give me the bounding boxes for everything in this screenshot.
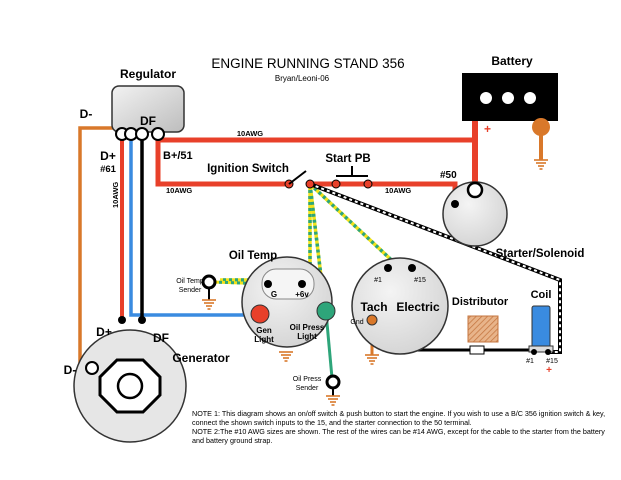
battery-plus-label: +: [484, 122, 491, 136]
wire-gauge-vertical-label: 10AWG: [111, 182, 120, 208]
regulator-d-minus-label: D-: [80, 107, 93, 121]
gen-light-label-2: Light: [254, 335, 274, 344]
regulator-label: Regulator: [120, 67, 176, 81]
tach-15-label: #15: [414, 277, 426, 284]
tach-gauge: [351, 257, 449, 355]
regulator: [111, 85, 185, 141]
tach-gnd-label: Gnd: [350, 319, 363, 326]
generator-df-label: DF: [153, 331, 169, 345]
regulator-b-plus-label: B+/51: [163, 150, 193, 162]
oil-press-light-label-1: Oil Press: [290, 323, 325, 332]
ignition-switch-label: Ignition Switch: [207, 163, 289, 175]
wire-gen-light: [129, 135, 255, 317]
oil-temp-sender: [201, 274, 217, 300]
regulator-61-label: #61: [100, 164, 117, 175]
distributor-label: Distributor: [452, 296, 509, 308]
battery: [462, 73, 558, 136]
coil-1-label: #1: [526, 358, 534, 365]
tach-electric-label: Electric: [396, 300, 440, 314]
distributor: [467, 315, 499, 355]
tach-ground-icon: [365, 354, 379, 365]
notes-block: NOTE 1: This diagram shows an on/off swi…: [192, 409, 612, 445]
coil-15-label: #15: [546, 358, 558, 365]
note-2: NOTE 2:The #10 AWG sizes are shown. The …: [192, 427, 605, 445]
gauge-g-label: G: [271, 290, 277, 299]
coil-label: Coil: [531, 289, 552, 301]
oil-light-gauge: [241, 256, 336, 348]
oil-temp-label: Oil Temp: [229, 250, 277, 262]
wire-b-plus-main: [155, 120, 478, 143]
oil-press-sender: [325, 374, 341, 396]
coil-plus-label: +: [546, 365, 552, 376]
battery-label: Battery: [491, 54, 533, 68]
generator-d-minus-label: D-: [64, 363, 77, 377]
oil-temp-sender-label-1: Oil Temp: [176, 278, 204, 285]
note-1: NOTE 1: This diagram shows an on/off swi…: [192, 409, 606, 427]
gen-light-bulb: [250, 304, 270, 324]
diagram-subtitle: Bryan/Leoni-06: [275, 74, 330, 83]
ignition-switch: [284, 170, 315, 189]
generator-label: Generator: [172, 351, 230, 365]
diagram-title: ENGINE RUNNING STAND 356: [211, 56, 404, 71]
wire-coil-feed: [309, 182, 562, 354]
wire-gauge-right-label: 10AWG: [385, 186, 411, 195]
oil-press-ground-icon: [326, 395, 340, 406]
generator: [73, 316, 187, 443]
regulator-df-label: DF: [140, 114, 156, 128]
tach-label: Tach: [360, 300, 387, 314]
battery-ground-terminal: [532, 118, 550, 136]
start-push-button: [331, 166, 373, 189]
oil-press-light-bulb: [316, 301, 336, 321]
wire-ignition-feed: [155, 140, 285, 187]
gen-light-label-1: Gen: [256, 326, 272, 335]
ground-symbols: [202, 159, 548, 406]
regulator-d-plus-label: D+: [100, 149, 116, 163]
starter-solenoid: [442, 181, 508, 247]
gauge-6v-label: +6v: [295, 290, 309, 299]
oil-temp-ground-icon: [202, 299, 216, 310]
gauge-ground-icon: [279, 351, 293, 362]
oil-press-sender-label-1: Oil Press: [293, 376, 322, 383]
battery-ground-icon: [534, 159, 548, 170]
wire-gauge-left-label: 10AWG: [166, 186, 192, 195]
oil-temp-sender-label-2: Sender: [179, 287, 202, 294]
tach-1-label: #1: [374, 277, 382, 284]
oil-press-sender-label-2: Sender: [296, 385, 319, 392]
wire-gauge-top-label: 10AWG: [237, 129, 263, 138]
oil-press-light-label-2: Light: [297, 332, 317, 341]
generator-d-plus-label: D+: [96, 325, 112, 339]
starter-50-label: #50: [440, 170, 457, 181]
coil: [528, 305, 554, 355]
starter-label: Starter/Solenoid: [496, 248, 585, 260]
start-pb-label: Start PB: [325, 153, 370, 165]
